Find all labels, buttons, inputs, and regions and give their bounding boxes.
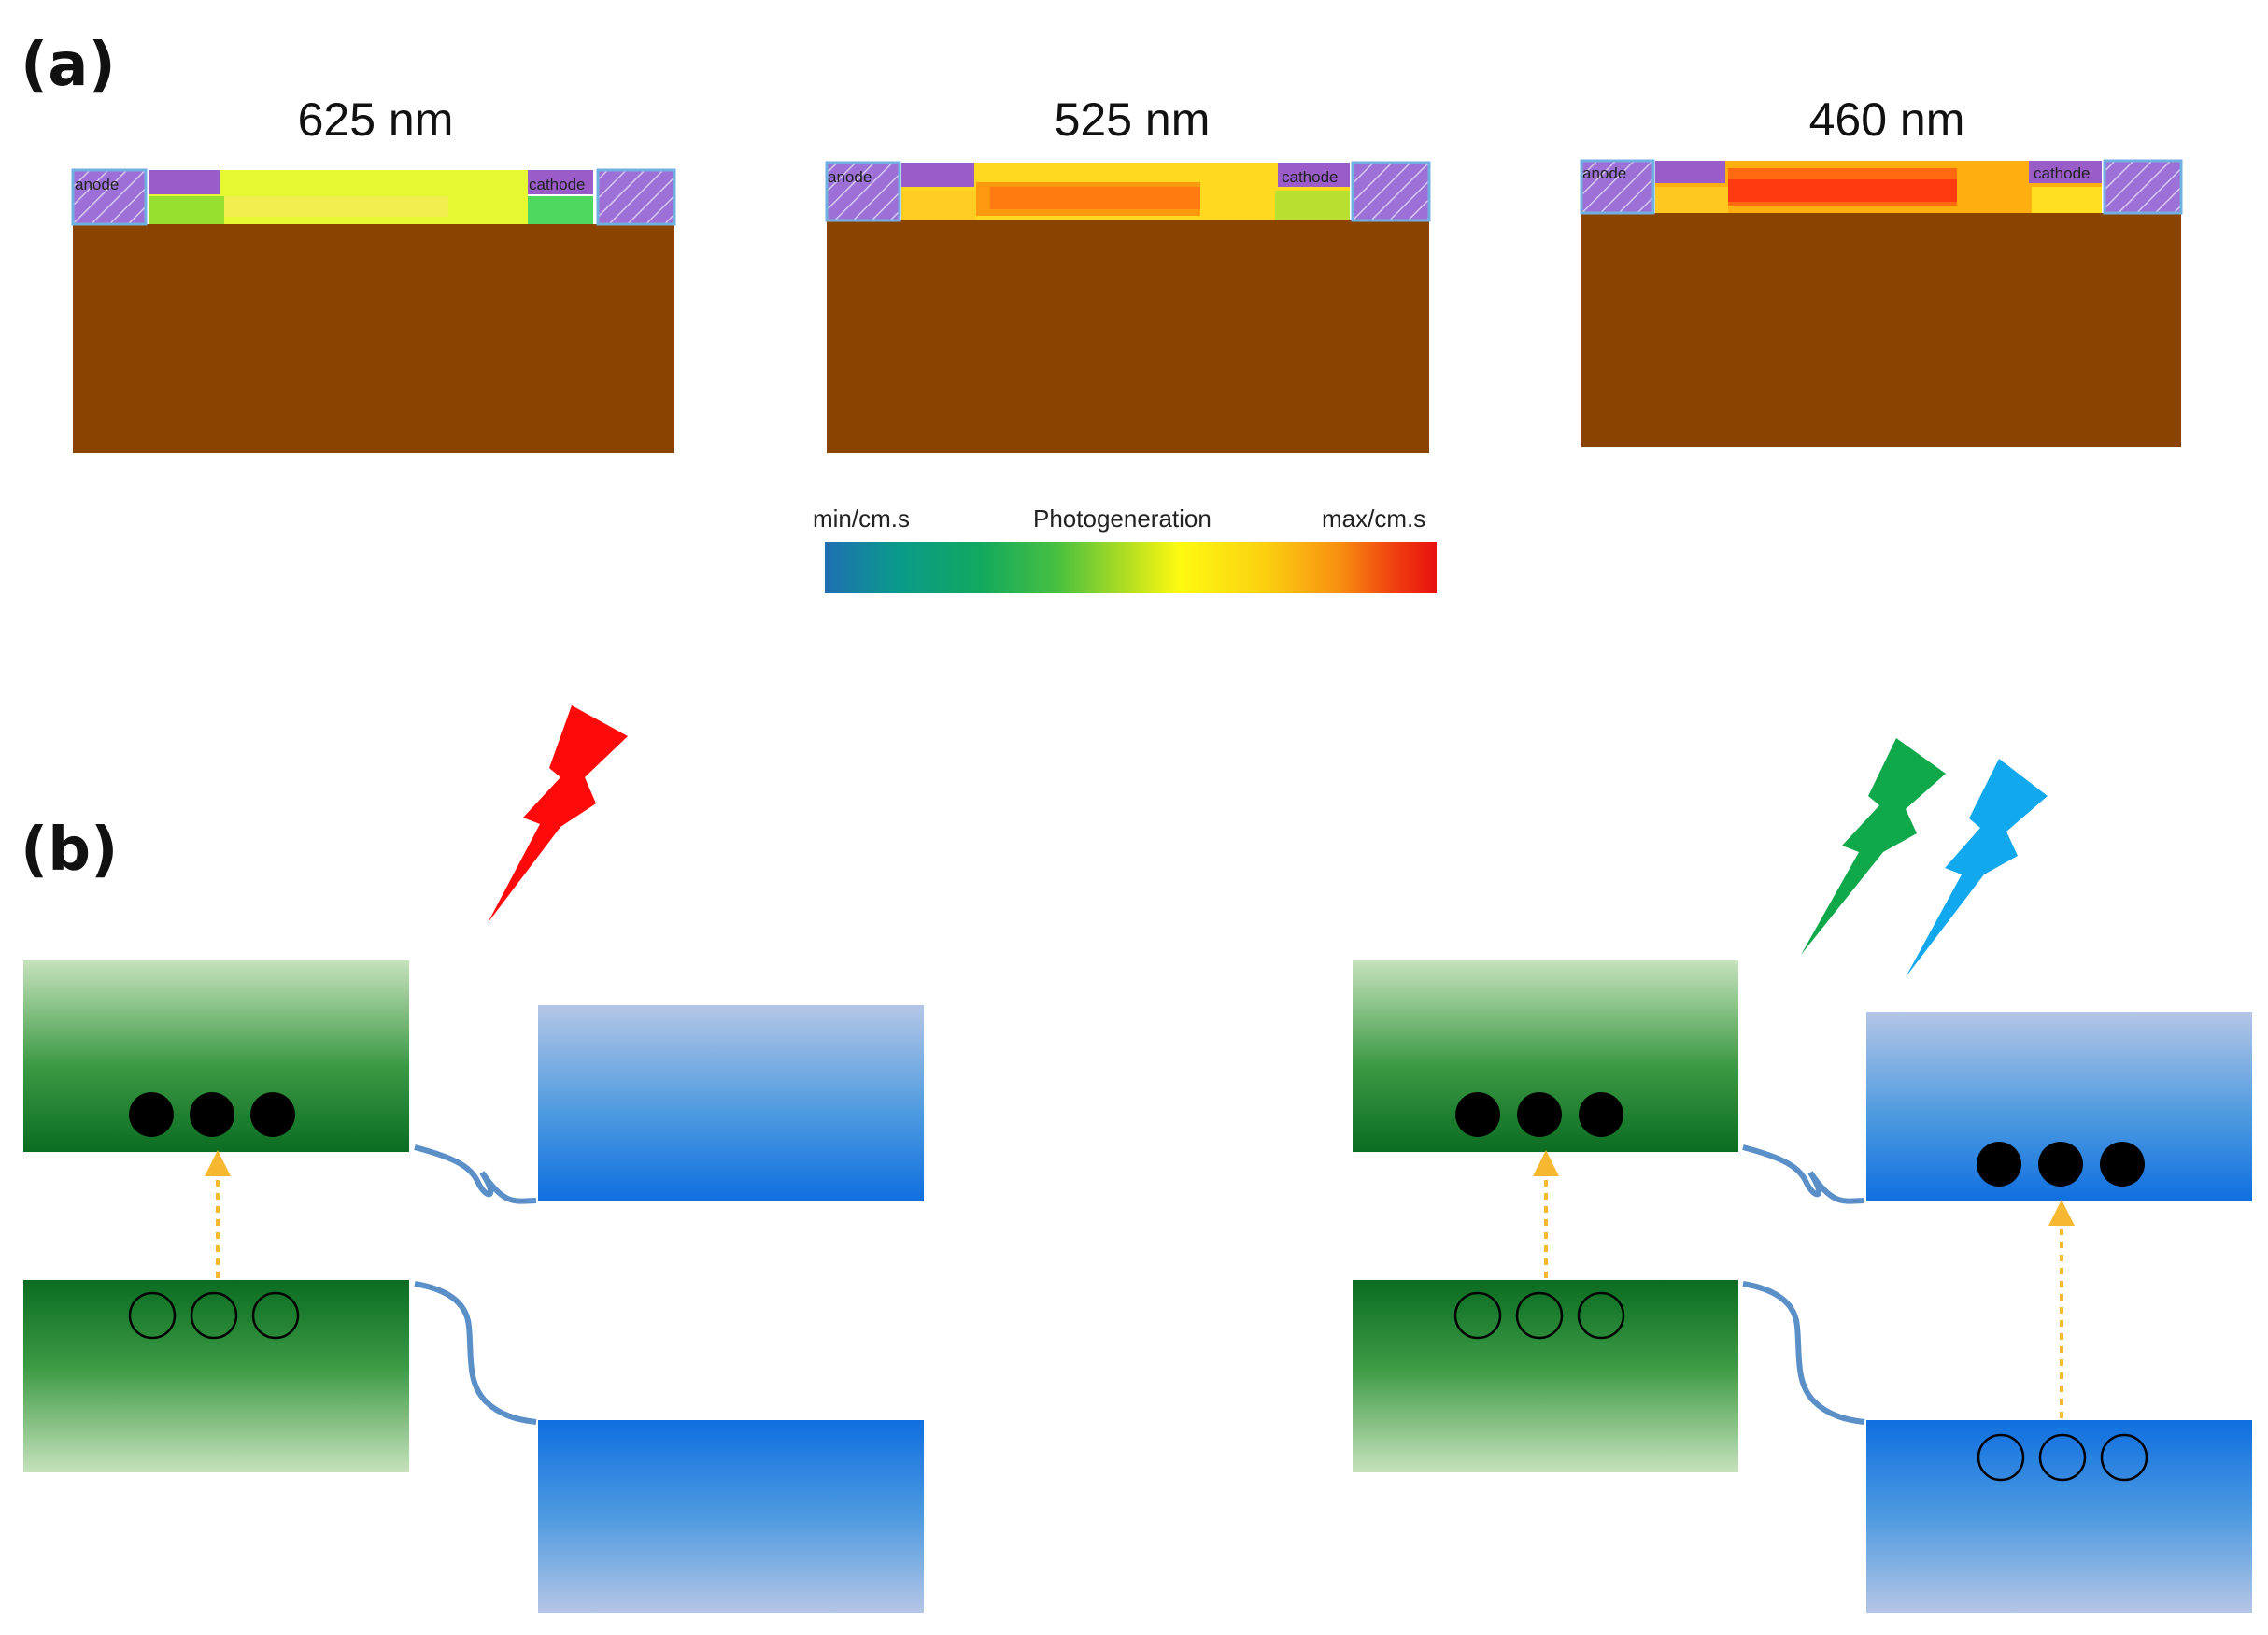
lightning-red-icon: [488, 705, 628, 923]
substrate: [827, 220, 1429, 453]
cathode-pad: [1351, 161, 1431, 222]
electron: [190, 1092, 234, 1137]
contact-left: [1655, 161, 1725, 183]
blue-conduction-band: [538, 1005, 924, 1201]
anode-label: anode: [75, 176, 120, 193]
colorbar-title: Photogeneration: [1033, 505, 1212, 533]
device-title-625: 625 nm: [297, 93, 454, 146]
green-valence-band: [23, 1280, 409, 1472]
contact-left: [901, 163, 974, 187]
lightning-green-icon: [1801, 738, 1946, 955]
device-title-460: 460 nm: [1808, 93, 1965, 146]
hole: [2100, 1433, 2148, 1482]
blue-valence-band: [538, 1420, 924, 1613]
interface-curve-upper: [1742, 1144, 1865, 1204]
anode-label: anode: [828, 168, 872, 186]
hole: [251, 1291, 300, 1340]
cathode-pad: [596, 168, 676, 226]
interface-curve-lower: [414, 1281, 537, 1425]
contact-left: [149, 170, 220, 194]
anode-label: anode: [1582, 164, 1627, 182]
electron: [129, 1092, 174, 1137]
interface-curve-lower: [1742, 1281, 1865, 1425]
band-diagram-right: [1353, 738, 2252, 1613]
lightning-blue-icon: [1906, 759, 2048, 977]
substrate: [73, 224, 674, 453]
hole: [190, 1291, 238, 1340]
device-460: [1580, 159, 2183, 447]
substrate: [1581, 213, 2181, 447]
contact-right: [528, 170, 593, 194]
device-525: [825, 161, 1431, 453]
electron: [250, 1092, 295, 1137]
hole: [1577, 1291, 1625, 1340]
green-valence-band: [1353, 1280, 1738, 1472]
band-diagram-left: [23, 705, 924, 1613]
electron: [1517, 1092, 1562, 1137]
contact-right: [1278, 163, 1350, 187]
electron: [2100, 1142, 2145, 1187]
panel-a-label: (a): [21, 31, 116, 100]
electron: [1977, 1142, 2021, 1187]
panel-b-label: (b): [21, 816, 119, 885]
device-625: [71, 168, 676, 453]
cathode-pad: [2103, 159, 2183, 215]
electron: [1579, 1092, 1623, 1137]
device-title-525: 525 nm: [1054, 93, 1211, 146]
anode-pad: [71, 168, 148, 226]
electron: [2038, 1142, 2083, 1187]
cathode-label: cathode: [2034, 164, 2091, 182]
blue-valence-band: [1866, 1420, 2252, 1613]
contact-right: [2029, 161, 2102, 183]
anode-pad: [1580, 159, 1655, 215]
hole: [1453, 1291, 1502, 1340]
colorbar-max-label: max/cm.s: [1322, 505, 1426, 533]
interface-curve-upper: [414, 1144, 537, 1204]
hole: [1515, 1291, 1564, 1340]
hole: [2038, 1433, 2087, 1482]
colorbar-min-label: min/cm.s: [813, 505, 910, 533]
cathode-label: cathode: [529, 176, 586, 193]
hole: [128, 1291, 177, 1340]
anode-pad: [825, 161, 901, 222]
hole: [1977, 1433, 2025, 1482]
electron: [1455, 1092, 1500, 1137]
cathode-label: cathode: [1282, 168, 1339, 186]
photogeneration-colorbar: [825, 542, 1437, 593]
